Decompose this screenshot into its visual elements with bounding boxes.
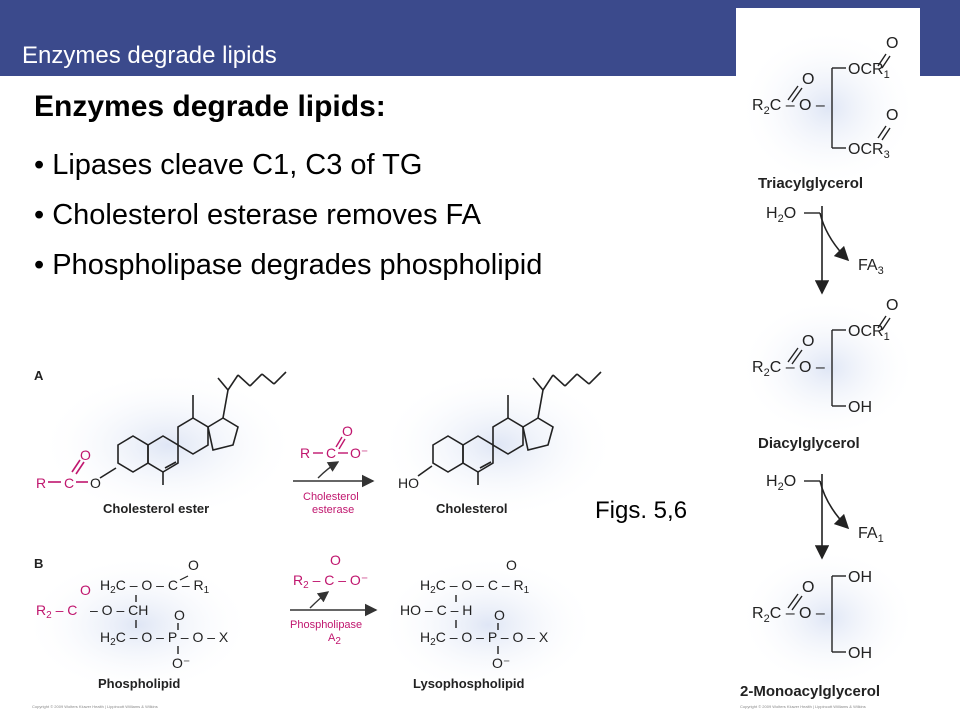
phospholipase-subscript: 2 [335, 636, 341, 647]
fa3-product: FA3 [858, 257, 884, 277]
svg-text:O: O [330, 552, 341, 568]
cholesterol-ester-structure [117, 371, 287, 485]
cholesterol-label: Cholesterol [436, 501, 508, 516]
copyright-text: Copyright © 2009 Wolters Kluwer Health |… [740, 704, 866, 709]
ester-oxygen: O [342, 423, 353, 439]
monoacylglycerol-structure: OH O R2C – O – OH [752, 569, 872, 662]
triacylglycerol-label: Triacylglycerol [758, 175, 863, 192]
esterase-label-line1: Cholesterol [303, 491, 359, 503]
ester-carbon: C [64, 475, 74, 491]
monoacylglycerol-label: 2-Monoacylglycerol [740, 683, 880, 700]
svg-text:O: O [494, 607, 505, 623]
phospholipid-structure: H2C – O – C – R1 O R2 – C O – O – CH H2C… [36, 557, 229, 671]
r-group: R [36, 475, 46, 491]
diacylglycerol-structure: O OCR1 O R2C – O – OH [752, 297, 898, 416]
phospholipid-label: Phospholipid [98, 676, 180, 691]
copyright-text: Copyright © 2009 Wolters Kluwer Health |… [32, 704, 158, 709]
figure-caption: Figs. 5,6 [595, 497, 688, 524]
triacylglycerol-structure: O OCR1 O R2C – O – O OCR3 [752, 35, 898, 161]
bullet-item: Lipases cleave C1, C3 of TG [34, 140, 542, 190]
r-group: R [300, 445, 310, 461]
slide-heading: Enzymes degrade lipids: [34, 90, 386, 123]
esterase-reaction-arrow: R C O O⁻ Cholesterol esterase [293, 423, 375, 516]
svg-text:O: O [80, 582, 91, 598]
svg-text:O: O [506, 557, 517, 573]
glow-shape [378, 555, 598, 695]
header-title: Enzymes degrade lipids [22, 42, 277, 69]
esterase-label-line2: esterase [312, 504, 354, 516]
svg-text:H2O: H2O [766, 205, 796, 225]
svg-text:OCR3: OCR3 [848, 141, 890, 161]
svg-text:OCR1: OCR1 [848, 323, 890, 343]
svg-text:R2C – O –: R2C – O – [752, 605, 825, 625]
svg-text:O: O [802, 71, 814, 88]
svg-text:H2C – O – P – O – X: H2C – O – P – O – X [420, 629, 549, 648]
svg-text:O: O [174, 607, 185, 623]
phospholipase-reaction-arrow: R2 – C – O⁻ O Phospholipase A2 [290, 552, 378, 647]
oxygen-atom: O [90, 475, 101, 491]
svg-text:O: O [886, 297, 898, 314]
hydrolysis-arrow-2: H2O FA1 [766, 473, 884, 560]
svg-text:O: O [886, 35, 898, 52]
svg-text:O: O [886, 107, 898, 124]
panel-b-letter: B [34, 556, 43, 571]
ester-carbon: C [326, 445, 336, 461]
svg-text:OH: OH [848, 645, 872, 662]
svg-text:O⁻: O⁻ [492, 655, 510, 671]
svg-text:OH: OH [848, 399, 872, 416]
cholesterol-structure [417, 371, 602, 485]
svg-text:OH: OH [848, 569, 872, 586]
fa1-product: FA1 [858, 525, 884, 545]
svg-text:A2: A2 [328, 632, 341, 647]
ester-oxygen: O [80, 447, 91, 463]
cholesterol-ester-label: Cholesterol ester [103, 501, 209, 516]
svg-text:R2C – O –: R2C – O – [752, 359, 825, 379]
glow-shape [738, 28, 918, 188]
glow-shape [738, 548, 918, 688]
glow-shape [38, 370, 298, 520]
svg-text:H2O: H2O [766, 473, 796, 493]
hydroxyl-group: HO [398, 475, 419, 491]
svg-text:– O – CH: – O – CH [90, 602, 148, 618]
svg-text:HO – C – H: HO – C – H [400, 602, 472, 618]
bullet-item: Cholesterol esterase removes FA [34, 190, 542, 240]
svg-text:OCR1: OCR1 [848, 61, 890, 81]
lysophospholipid-structure: H2C – O – C – R1 O HO – C – H H2C – O – … [400, 557, 549, 671]
svg-text:O: O [802, 579, 814, 596]
diacylglycerol-label: Diacylglycerol [758, 435, 860, 452]
figure-reactions: A B O C O R Cholesterol ester R C [28, 368, 608, 709]
svg-text:O: O [188, 557, 199, 573]
svg-text:O: O [802, 333, 814, 350]
svg-text:H2C – O – P – O – X: H2C – O – P – O – X [100, 629, 229, 648]
svg-text:H2C – O – C – R1: H2C – O – C – R1 [420, 577, 530, 596]
svg-text:H2C – O – C – R1: H2C – O – C – R1 [100, 577, 210, 596]
svg-text:O⁻: O⁻ [172, 655, 190, 671]
oxygen-atom: O⁻ [350, 445, 368, 461]
panel-a-letter: A [34, 368, 44, 383]
phospholipase-label: Phospholipase [290, 619, 362, 631]
bullet-item: Phospholipase degrades phospholipid [34, 240, 542, 290]
glow-shape [738, 298, 918, 438]
svg-text:R2C – O –: R2C – O – [752, 97, 825, 117]
triacylglycerol-panel: O OCR1 O R2C – O – O OCR3 Triacylglycero… [736, 8, 920, 712]
bullet-list: Lipases cleave C1, C3 of TG Cholesterol … [34, 140, 542, 290]
glow-shape [28, 555, 253, 695]
svg-text:R2 – C – O⁻: R2 – C – O⁻ [293, 572, 368, 591]
triacylglycerol-figure: O OCR1 O R2C – O – O OCR3 Triacylglycero… [738, 28, 918, 709]
lysophospholipid-label: Lysophospholipid [413, 676, 525, 691]
cholesterol-ester-acyl-group: O C O R [36, 447, 117, 491]
hydrolysis-arrow-1: H2O FA3 [766, 205, 884, 295]
